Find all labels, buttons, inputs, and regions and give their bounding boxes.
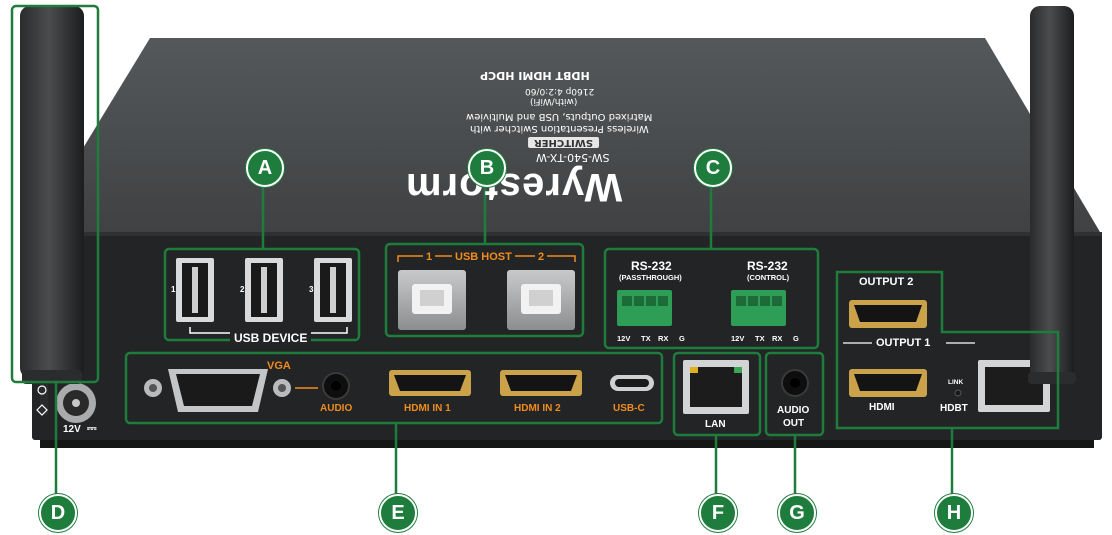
certification-logos: HDBT HDMI HDCP: [480, 69, 590, 82]
usb-host-label: USB HOST: [452, 251, 515, 263]
callout-badge-h: H: [935, 494, 973, 532]
callout-badge-g: G: [778, 494, 816, 532]
rs232-control-pin-12v: 12V: [731, 334, 745, 343]
rs232-passthrough-pin-tx: TX: [641, 334, 651, 343]
vga-label: VGA: [267, 360, 291, 372]
usb-c-label: USB-C: [613, 403, 645, 414]
usb-device-ports: [176, 258, 352, 334]
power-label: 12V: [63, 424, 81, 435]
usb-device-number-2: 2: [240, 285, 245, 294]
hdmi-in-ports: [389, 370, 582, 396]
rs232-passthrough-title: RS-232: [631, 259, 672, 273]
rs232-passthrough-pin-g: G: [679, 334, 685, 343]
lan-port: [683, 360, 749, 414]
description-line-4: 2160p 4:2:0/60: [525, 86, 595, 96]
audio-out-label-line-2: OUT: [783, 418, 805, 429]
usb-host-number-1: 1: [423, 251, 436, 263]
hdmi-in-2-label: HDMI IN 2: [514, 403, 561, 414]
usb-device-label: USB DEVICE: [230, 331, 312, 345]
usb-host-ports: [397, 255, 576, 330]
link-led-label: LINK: [948, 379, 964, 386]
antenna-left: [20, 6, 84, 378]
hdmi-out-label: HDMI: [869, 402, 895, 413]
output-1-label: OUTPUT 1: [876, 337, 931, 349]
usb-device-number-3: 3: [309, 285, 314, 294]
description-line-2: Matrixed Outputs, USB and Multiview: [466, 111, 653, 122]
callout-badge-f: F: [699, 494, 737, 532]
device-top-surface: [32, 38, 1100, 232]
rs232-passthrough-subtitle: (PASSTHROUGH): [619, 273, 682, 282]
rs232-control-pin-tx: TX: [755, 334, 765, 343]
hdmi-in-1-label: HDMI IN 1: [404, 403, 451, 414]
callout-badge-b: B: [468, 149, 506, 187]
callout-badge-a: A: [246, 149, 284, 187]
rs232-passthrough-pin-rx: RX: [658, 334, 669, 343]
rs232-terminal-blocks: [617, 290, 786, 326]
antenna-right: [1030, 6, 1074, 382]
usb-device-number-1: 1: [171, 285, 176, 294]
rs232-control-subtitle: (CONTROL): [747, 273, 790, 282]
description-line-3: (with/WiFi): [530, 96, 578, 106]
description-line-1: Wireless Presentation Switcher with: [470, 123, 649, 134]
power-jack: [40, 375, 96, 423]
audio-out-label-line-1: AUDIO: [777, 405, 810, 416]
rs232-control-pin-rx: RX: [772, 334, 783, 343]
vga-port: [144, 369, 291, 412]
model-number: SW-540-TX-W: [536, 151, 610, 164]
usb-host-number-2: 2: [535, 251, 548, 263]
callout-badge-c: C: [694, 149, 732, 187]
dc-symbol: ⎓: [87, 421, 97, 435]
brand-logo: Wyrestorm: [405, 165, 623, 209]
callout-badge-d: D: [39, 494, 77, 532]
hdbt-label: HDBT: [940, 403, 968, 414]
callout-badge-e: E: [379, 494, 417, 532]
callout-leaders: [54, 183, 954, 496]
audio-in-label: AUDIO: [320, 403, 353, 414]
rs232-control-title: RS-232: [747, 259, 788, 273]
lan-label: LAN: [705, 419, 726, 430]
rs232-passthrough-pin-12v: 12V: [617, 334, 631, 343]
category-badge: SWITCHER: [528, 137, 600, 148]
output-2-label: OUTPUT 2: [859, 276, 914, 288]
rs232-control-pin-g: G: [793, 334, 799, 343]
